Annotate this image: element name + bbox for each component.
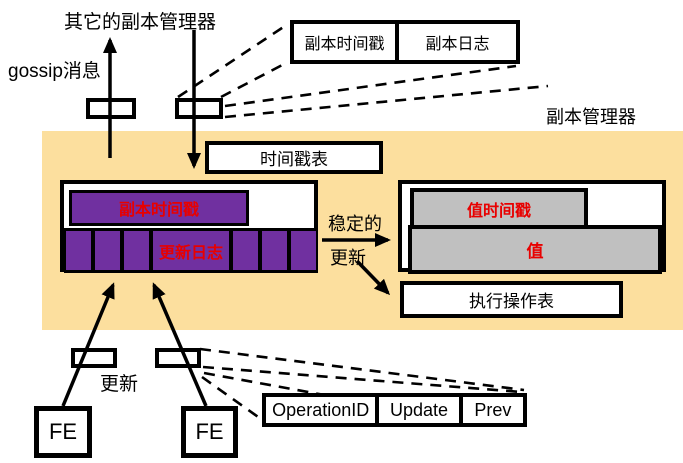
replica-timestamp-cell: 副本时间戳 bbox=[294, 24, 399, 60]
replica-timestamp-label: 副本时间戳 bbox=[118, 202, 199, 219]
stable-label-line1: 稳定的 bbox=[328, 214, 382, 234]
log-entry bbox=[124, 231, 149, 270]
operation-id-cell: OperationID bbox=[266, 397, 376, 423]
gossip-message-label: gossip消息 bbox=[8, 61, 101, 82]
front-end-box-left: FE bbox=[34, 406, 92, 458]
front-end-box-right: FE bbox=[181, 406, 238, 458]
update-cell: Update bbox=[379, 397, 459, 423]
value-label: 值 bbox=[526, 242, 544, 261]
replica-state-box: 副本时间戳 更新日志 bbox=[60, 180, 318, 273]
update-in-port-left bbox=[71, 348, 117, 368]
update-log-bar: 更新日志 bbox=[64, 228, 318, 273]
top-callout-line-1 bbox=[177, 22, 289, 99]
top-callout-line-4 bbox=[224, 84, 549, 119]
other-replica-managers-label: 其它的副本管理器 bbox=[64, 12, 217, 33]
log-entry-labeled: 更新日志 bbox=[153, 231, 229, 270]
update-record-box: OperationID Update Prev bbox=[262, 393, 527, 427]
prev-cell: Prev bbox=[462, 397, 523, 423]
replica-timestamp-box: 副本时间戳 bbox=[69, 190, 249, 226]
value-timestamp-label: 值时间戳 bbox=[466, 202, 531, 220]
executed-operation-table-box: 执行操作表 bbox=[400, 281, 623, 318]
log-entry bbox=[95, 231, 120, 270]
gossip-out-port bbox=[86, 98, 136, 119]
replica-log-cell: 副本日志 bbox=[425, 36, 490, 53]
gossip-message-record-box: 副本时间戳 副本日志 bbox=[290, 20, 520, 64]
value-box: 值 bbox=[408, 225, 662, 274]
log-entry bbox=[66, 231, 91, 270]
value-timestamp-box: 值时间戳 bbox=[410, 188, 588, 229]
update-log-label: 更新日志 bbox=[158, 244, 223, 262]
update-in-port-right bbox=[155, 348, 201, 368]
top-callout-line-2 bbox=[220, 60, 289, 99]
log-entry bbox=[233, 231, 258, 270]
log-entry bbox=[291, 231, 316, 270]
bottom-callout-line-1 bbox=[199, 347, 525, 392]
bottom-callout-line-2 bbox=[202, 365, 522, 394]
top-callout-line-3 bbox=[224, 64, 517, 108]
stable-label-line2: 更新 bbox=[330, 248, 366, 268]
value-state-box: 值时间戳 值 bbox=[398, 180, 666, 274]
replica-manager-title: 副本管理器 bbox=[546, 107, 636, 127]
update-label: 更新 bbox=[100, 374, 139, 395]
log-entry bbox=[262, 231, 287, 270]
timestamp-table-box: 时间戳表 bbox=[205, 141, 383, 174]
gossip-in-port bbox=[175, 98, 223, 119]
